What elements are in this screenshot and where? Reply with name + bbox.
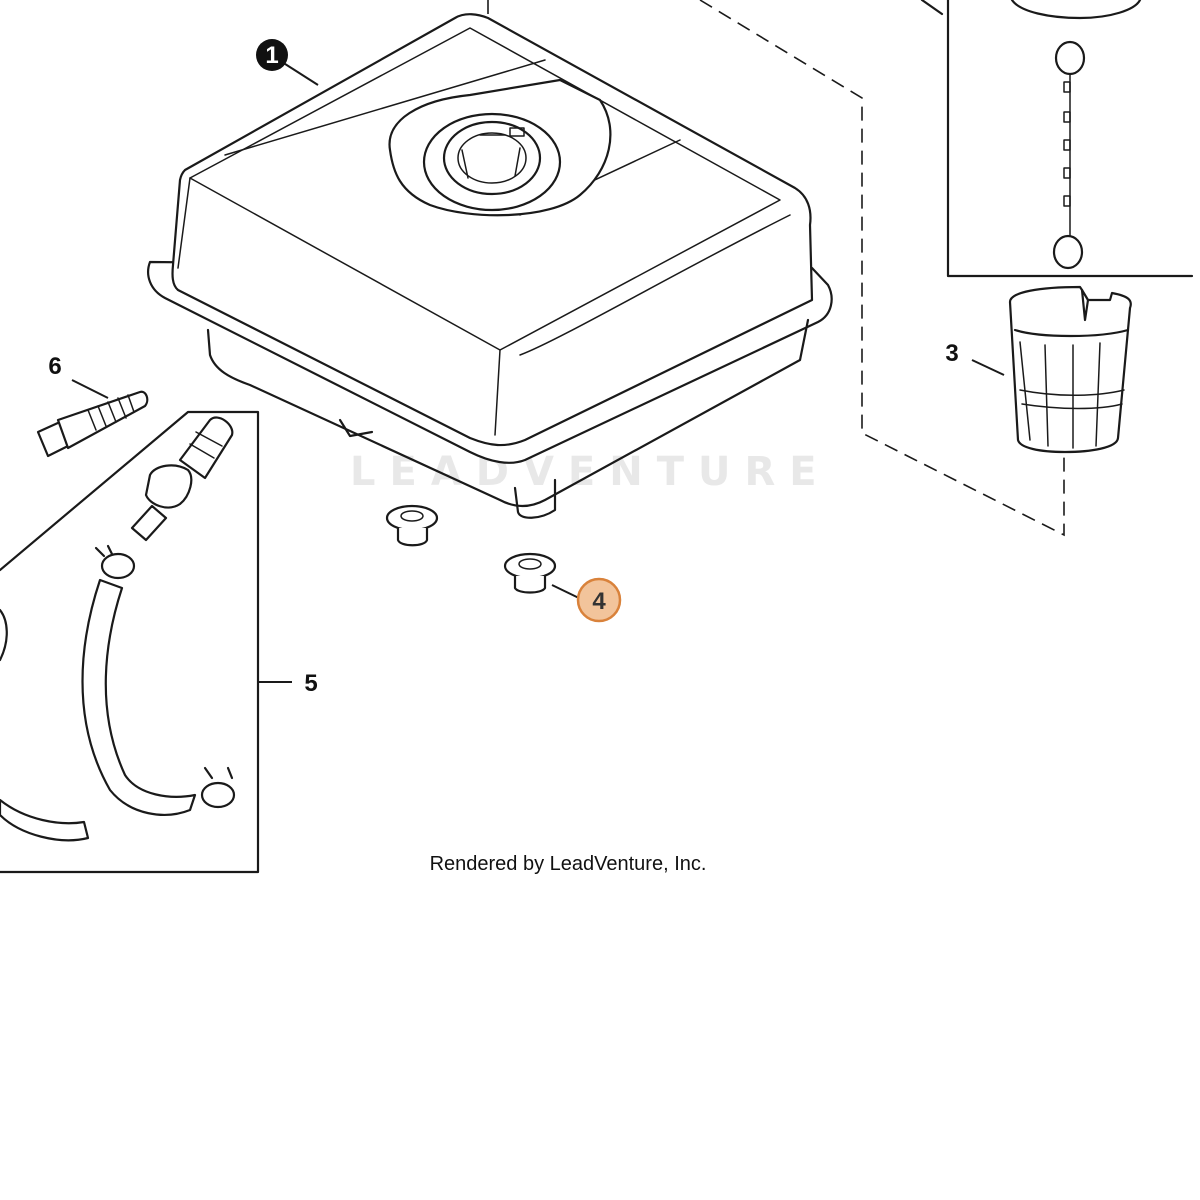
callout-4-label: 4 — [592, 588, 606, 615]
callout-6-label: 6 — [48, 353, 61, 380]
leader-1 — [281, 61, 319, 86]
leader-3 — [971, 359, 1005, 376]
cap-assembly-box — [920, 0, 1194, 278]
callout-1[interactable]: 1 — [256, 39, 288, 71]
callout-5-label: 5 — [304, 670, 317, 697]
fuel-valve-hose-box — [0, 410, 260, 874]
fuel-tank — [147, 13, 833, 519]
callout-6[interactable]: 6 — [48, 353, 61, 380]
callout-4[interactable]: 4 — [576, 577, 622, 623]
callout-1-label: 1 — [265, 42, 278, 69]
grommet-left — [385, 504, 439, 547]
callout-3[interactable]: 3 — [945, 340, 958, 367]
callout-3-label: 3 — [945, 340, 958, 367]
bolt — [36, 390, 149, 458]
watermark-text: LEADVENTURE — [350, 449, 831, 495]
fuel-strainer — [1008, 285, 1132, 454]
credit-text: Rendered by LeadVenture, Inc. — [430, 853, 707, 875]
leader-6 — [71, 379, 109, 399]
callout-5[interactable]: 5 — [304, 670, 317, 697]
grommet-right — [503, 552, 557, 594]
